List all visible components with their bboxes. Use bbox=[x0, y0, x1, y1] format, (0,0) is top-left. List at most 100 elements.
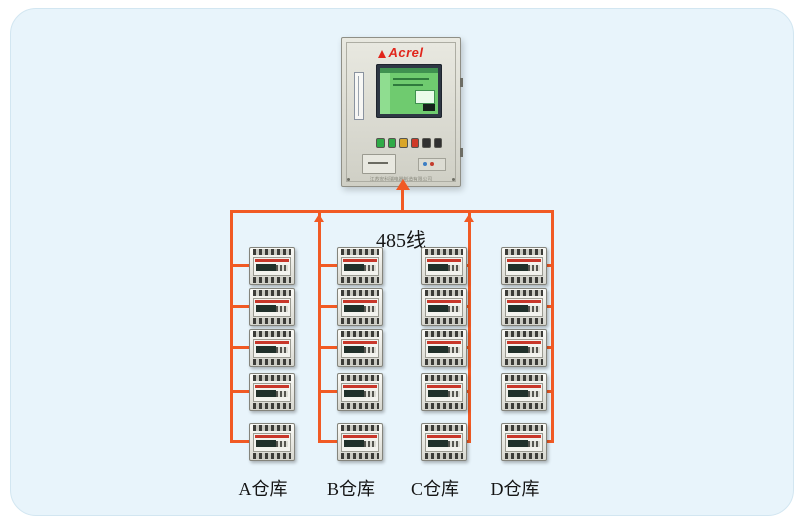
meter-buttons bbox=[448, 347, 460, 353]
indicator-light bbox=[387, 138, 396, 148]
meter-terminals-top bbox=[505, 425, 543, 431]
energy-meter-device bbox=[337, 373, 383, 411]
bus-label: 485线 bbox=[376, 230, 426, 252]
meter-red-stripe bbox=[343, 435, 377, 438]
screw bbox=[452, 178, 455, 181]
meter-face bbox=[253, 257, 291, 276]
meter-terminals-top bbox=[505, 375, 543, 381]
bus-line-485 bbox=[230, 210, 554, 213]
printer-slot bbox=[368, 162, 388, 164]
meter-buttons bbox=[276, 265, 288, 271]
device-stub-line bbox=[465, 305, 471, 308]
energy-meter-device bbox=[421, 423, 467, 461]
meter-lcd bbox=[256, 390, 276, 397]
meter-face bbox=[341, 257, 379, 276]
meter-terminals-top bbox=[341, 249, 379, 255]
meter-face bbox=[505, 257, 543, 276]
meter-red-stripe bbox=[427, 341, 461, 344]
cabinet-hinge bbox=[460, 148, 463, 157]
energy-meter-device bbox=[421, 247, 467, 285]
screen-text-line bbox=[393, 78, 429, 80]
meter-terminals-top bbox=[341, 375, 379, 381]
device-stub-line bbox=[545, 264, 554, 267]
meter-face bbox=[253, 383, 291, 402]
meter-face bbox=[425, 339, 463, 358]
device-stub-line bbox=[231, 305, 249, 308]
energy-meter-device bbox=[249, 247, 295, 285]
energy-meter-device bbox=[249, 423, 295, 461]
meter-red-stripe bbox=[343, 385, 377, 388]
indicator-light bbox=[399, 138, 408, 148]
meter-face bbox=[505, 433, 543, 452]
meter-red-stripe bbox=[507, 385, 541, 388]
energy-meter-device bbox=[501, 423, 547, 461]
energy-meter-device bbox=[249, 288, 295, 326]
meter-terminals-bottom bbox=[253, 277, 291, 283]
meter-red-stripe bbox=[255, 385, 289, 388]
meter-lcd bbox=[508, 440, 528, 447]
meter-buttons bbox=[528, 265, 540, 271]
device-stub-line bbox=[319, 440, 337, 443]
meter-terminals-top bbox=[253, 331, 291, 337]
meter-lcd bbox=[256, 440, 276, 447]
warehouse-label: D仓库 bbox=[490, 479, 540, 499]
riser-line bbox=[230, 210, 233, 443]
meter-buttons bbox=[528, 306, 540, 312]
energy-meter-device bbox=[249, 373, 295, 411]
meter-red-stripe bbox=[427, 385, 461, 388]
meter-red-stripe bbox=[507, 341, 541, 344]
meter-face bbox=[341, 339, 379, 358]
meter-face bbox=[505, 339, 543, 358]
energy-meter-device bbox=[501, 247, 547, 285]
meter-lcd bbox=[344, 305, 364, 312]
brand-logo: Acrel bbox=[342, 45, 460, 60]
meter-terminals-bottom bbox=[505, 277, 543, 283]
energy-meter-device bbox=[337, 423, 383, 461]
meter-buttons bbox=[528, 391, 540, 397]
device-stub-line bbox=[545, 346, 554, 349]
energy-meter-device bbox=[501, 329, 547, 367]
meter-lcd bbox=[344, 346, 364, 353]
meter-face bbox=[341, 298, 379, 317]
meter-terminals-top bbox=[253, 375, 291, 381]
printer-module bbox=[362, 154, 396, 174]
meter-terminals-bottom bbox=[253, 359, 291, 365]
meter-terminals-bottom bbox=[505, 318, 543, 324]
sight-glass-gauge bbox=[354, 72, 364, 120]
diagram-card: Acrel 江苏安科瑞电器制造有限公司 bbox=[10, 8, 794, 516]
screw bbox=[347, 178, 350, 181]
meter-buttons bbox=[364, 265, 376, 271]
meter-terminals-bottom bbox=[341, 359, 379, 365]
meter-lcd bbox=[508, 390, 528, 397]
meter-buttons bbox=[448, 306, 460, 312]
meter-red-stripe bbox=[343, 300, 377, 303]
meter-red-stripe bbox=[427, 435, 461, 438]
riser-line bbox=[318, 210, 321, 443]
meter-terminals-top bbox=[425, 425, 463, 431]
meter-face bbox=[505, 383, 543, 402]
indicator-light bbox=[422, 138, 431, 148]
meter-lcd bbox=[256, 305, 276, 312]
junction-arrow-icon bbox=[464, 214, 474, 222]
meter-terminals-top bbox=[253, 249, 291, 255]
screen-dark-block bbox=[423, 104, 435, 111]
energy-meter-device bbox=[421, 288, 467, 326]
meter-face bbox=[425, 383, 463, 402]
meter-face bbox=[341, 433, 379, 452]
meter-lcd bbox=[508, 305, 528, 312]
monitoring-cabinet: Acrel 江苏安科瑞电器制造有限公司 bbox=[341, 37, 463, 187]
meter-terminals-bottom bbox=[425, 453, 463, 459]
meter-terminals-top bbox=[505, 249, 543, 255]
brand-logo-text: Acrel bbox=[388, 45, 424, 60]
meter-terminals-top bbox=[425, 375, 463, 381]
device-stub-line bbox=[319, 390, 337, 393]
touch-screen bbox=[376, 64, 442, 118]
indicator-light bbox=[410, 138, 419, 148]
meter-face bbox=[253, 433, 291, 452]
device-stub-line bbox=[319, 264, 337, 267]
device-stub-line bbox=[231, 264, 249, 267]
meter-buttons bbox=[276, 441, 288, 447]
indicator-light bbox=[433, 138, 442, 148]
meter-face bbox=[425, 433, 463, 452]
meter-red-stripe bbox=[343, 259, 377, 262]
